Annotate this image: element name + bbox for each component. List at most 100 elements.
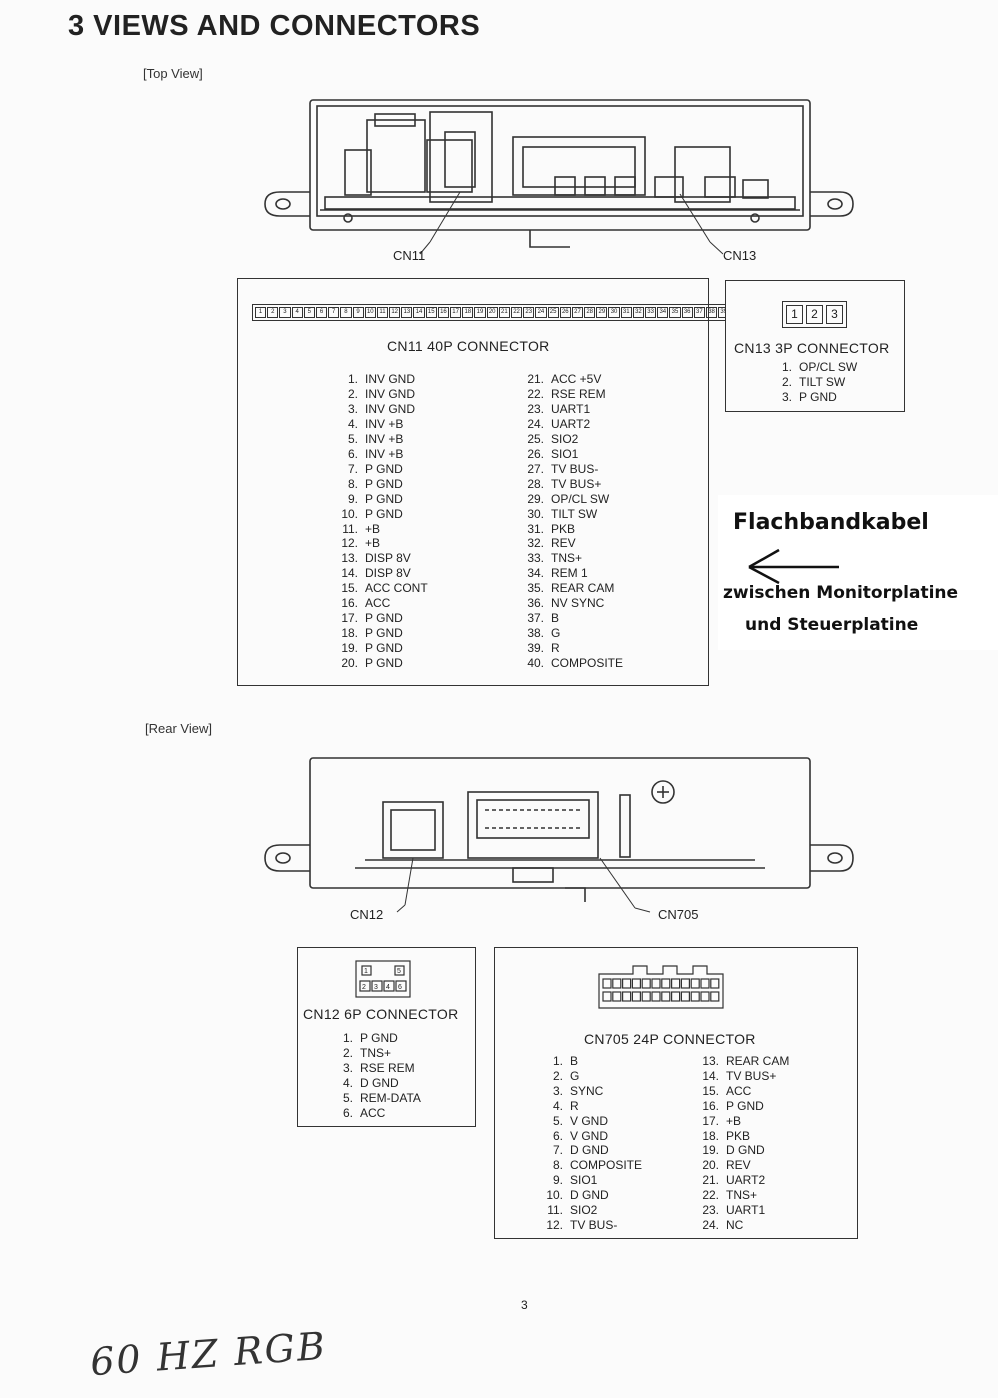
cn11-pin-cell: 36 (681, 307, 693, 318)
pin-number: 14. (341, 566, 358, 581)
pin-number: 33. (527, 551, 544, 566)
pin-number: 24. (702, 1217, 719, 1232)
pin-signal: INV +B (365, 416, 404, 431)
pin-number: 19. (341, 641, 358, 656)
pin-number: 11. (342, 521, 358, 536)
pin-row: 22.TNS+ (695, 1188, 757, 1203)
pin-number: 5. (342, 1091, 353, 1105)
pin-row: 21.ACC +5V (520, 372, 601, 387)
cn705-pin-cell (631, 991, 642, 1002)
rear-view-drawing (264, 757, 854, 913)
pin-row: 14.TV BUS+ (695, 1069, 776, 1084)
pin-signal: INV GND (365, 372, 416, 386)
pin-row: 35.REAR CAM (520, 581, 614, 596)
cn11-pin-cell: 10 (364, 307, 376, 318)
cn11-pin-cell: 3 (279, 307, 291, 318)
rear-view-label: [Rear View] (145, 721, 212, 736)
pin-signal: REM 1 (551, 566, 588, 581)
pin-row: 2.INV GND (336, 387, 415, 402)
pin-signal: B (570, 1054, 579, 1068)
pin-row: 3.RSE REM (333, 1061, 415, 1076)
pin-number: 7. (347, 461, 358, 476)
pin-signal: SYNC (570, 1083, 604, 1098)
pin-number: 2. (552, 1068, 563, 1083)
pin-number: 10. (341, 506, 358, 521)
cn11-pin-cell: 4 (291, 307, 303, 318)
pin-row: 5.REM-DATA (333, 1091, 421, 1106)
pin-signal: INV +B (365, 431, 404, 446)
page-title: 3 VIEWS AND CONNECTORS (68, 10, 481, 42)
pin-row: 4.D GND (333, 1076, 399, 1091)
annotation-line-2: und Steuerplatine (745, 615, 919, 635)
pin-signal: D GND (726, 1143, 765, 1158)
pin-row: 16.ACC (336, 596, 390, 611)
pin-signal: SIO2 (551, 431, 579, 446)
page-number: 3 (521, 1298, 528, 1312)
cn705-pin-cell (631, 978, 642, 989)
cn11-pin-cell: 18 (462, 307, 474, 318)
cn705-pin-diagram (598, 965, 724, 1009)
pin-number: 1. (347, 372, 358, 386)
pin-number: 6. (342, 1106, 353, 1120)
pin-number: 4. (347, 416, 358, 431)
cn705-pin-cell (680, 991, 691, 1002)
pin-row: 1. INV GND (336, 372, 415, 387)
pin-signal: P GND (365, 611, 403, 626)
pin-row: 12.+B (336, 536, 380, 551)
cn705-pin-cell (690, 991, 700, 1002)
pin-row: 4.R (539, 1099, 579, 1114)
pin-row: 7. P GND (336, 462, 403, 477)
pin-row: 2.TNS+ (333, 1046, 391, 1061)
annotation-title: Flachbandkabel (733, 510, 929, 535)
pin-number: 1. (781, 360, 792, 374)
pin-signal: P GND (360, 1031, 398, 1045)
cn705-pin-cell (680, 978, 691, 989)
pin-row: 15.ACC CONT (336, 581, 427, 596)
pin-row: 23.UART1 (520, 402, 590, 417)
pin-row: 28.TV BUS+ (520, 477, 601, 492)
pin-signal: P GND (799, 390, 837, 404)
pin-row: 6.ACC (333, 1106, 385, 1121)
cn705-pin-cell (622, 978, 632, 989)
pin-signal: COMPOSITE (551, 656, 624, 671)
pin-row: 11.SIO2 (539, 1203, 597, 1218)
pin-row: 22.RSE REM (520, 387, 605, 402)
cn705-pin-cell (622, 991, 632, 1002)
cn11-pin-cell: 21 (498, 307, 510, 318)
pin-number: 3. (781, 390, 792, 404)
pin-number: 19. (702, 1143, 719, 1158)
cn705-pin-cell (690, 978, 700, 989)
cn11-pin-cell: 13 (401, 307, 413, 318)
svg-text:5: 5 (397, 968, 401, 975)
pin-row: 2.TILT SW (774, 375, 845, 390)
pin-row: 29.OP/CL SW (520, 492, 609, 507)
pin-row: 1.P GND (333, 1031, 398, 1046)
pin-signal: OP/CL SW (799, 360, 858, 374)
pin-row: 19. D GND (695, 1143, 765, 1158)
pin-row: 4. INV +B (336, 417, 403, 432)
cn11-pin-cell: 24 (535, 307, 547, 318)
cn11-pin-cell: 14 (413, 307, 425, 318)
cn11-pin-cell: 2 (267, 307, 279, 318)
cn11-pin-cell: 23 (523, 307, 535, 318)
cn11-pin-cell: 28 (584, 307, 596, 318)
pin-signal: P GND (365, 656, 403, 671)
pin-signal: P GND (365, 461, 403, 476)
cn705-pin-cell (670, 978, 681, 989)
pin-signal: OP/CL SW (551, 491, 610, 506)
cn705-pin-cell (612, 991, 622, 1002)
pin-number: 3. (342, 1061, 353, 1075)
pin-signal: P GND (365, 476, 403, 491)
pin-row: 21.UART2 (695, 1173, 765, 1188)
cn11-pin-cell: 34 (657, 307, 669, 318)
pin-signal: SIO1 (570, 1173, 598, 1188)
pin-number: 32. (527, 536, 544, 551)
svg-text:1: 1 (364, 968, 368, 975)
pin-signal: TV BUS- (570, 1217, 618, 1232)
pin-row: 10.D GND (539, 1188, 608, 1203)
pin-signal: UART1 (726, 1203, 766, 1217)
cn11-pin-cell: 27 (571, 307, 584, 318)
pin-signal: P GND (365, 506, 403, 521)
pin-row: 27.TV BUS- (520, 462, 598, 477)
